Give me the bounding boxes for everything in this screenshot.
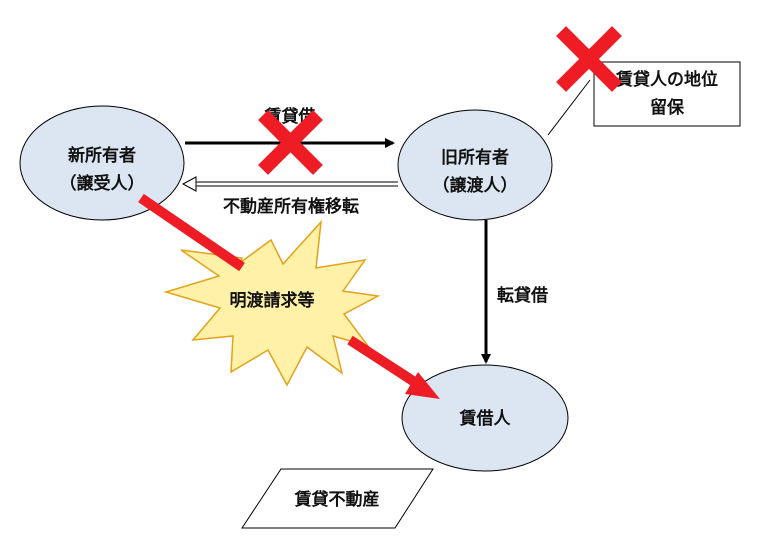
old-owner-line1: 旧所有者 (441, 147, 509, 168)
property-label: 賃貸不動産 (294, 489, 380, 510)
property-shape (241, 468, 434, 529)
transfer-label: 不動産所有権移転 (223, 196, 359, 217)
sublease-label: 転貸借 (497, 285, 548, 306)
old-owner-line2: （譲渡人） (433, 175, 518, 196)
old-owner-node (397, 109, 553, 221)
tenant-label: 賃借人 (459, 408, 512, 429)
eviction-claim-arrow (138, 193, 440, 399)
eviction-burst (163, 219, 381, 387)
callout-line1: 賃貸人の地位 (615, 69, 718, 90)
new-owner-line1: 新所有者 (68, 145, 136, 166)
callout-box (593, 61, 741, 127)
new-owner-node (19, 105, 185, 221)
lease-x-icon (258, 110, 323, 175)
callout-x-icon (556, 26, 622, 92)
new-owner-line2: （譲受人） (60, 173, 145, 194)
burst-label: 明渡請求等 (230, 290, 315, 311)
tenant-node (401, 364, 569, 472)
callout-pointer (547, 79, 591, 136)
callout-line2: 留保 (650, 97, 685, 118)
transfer-arrow (181, 176, 398, 192)
